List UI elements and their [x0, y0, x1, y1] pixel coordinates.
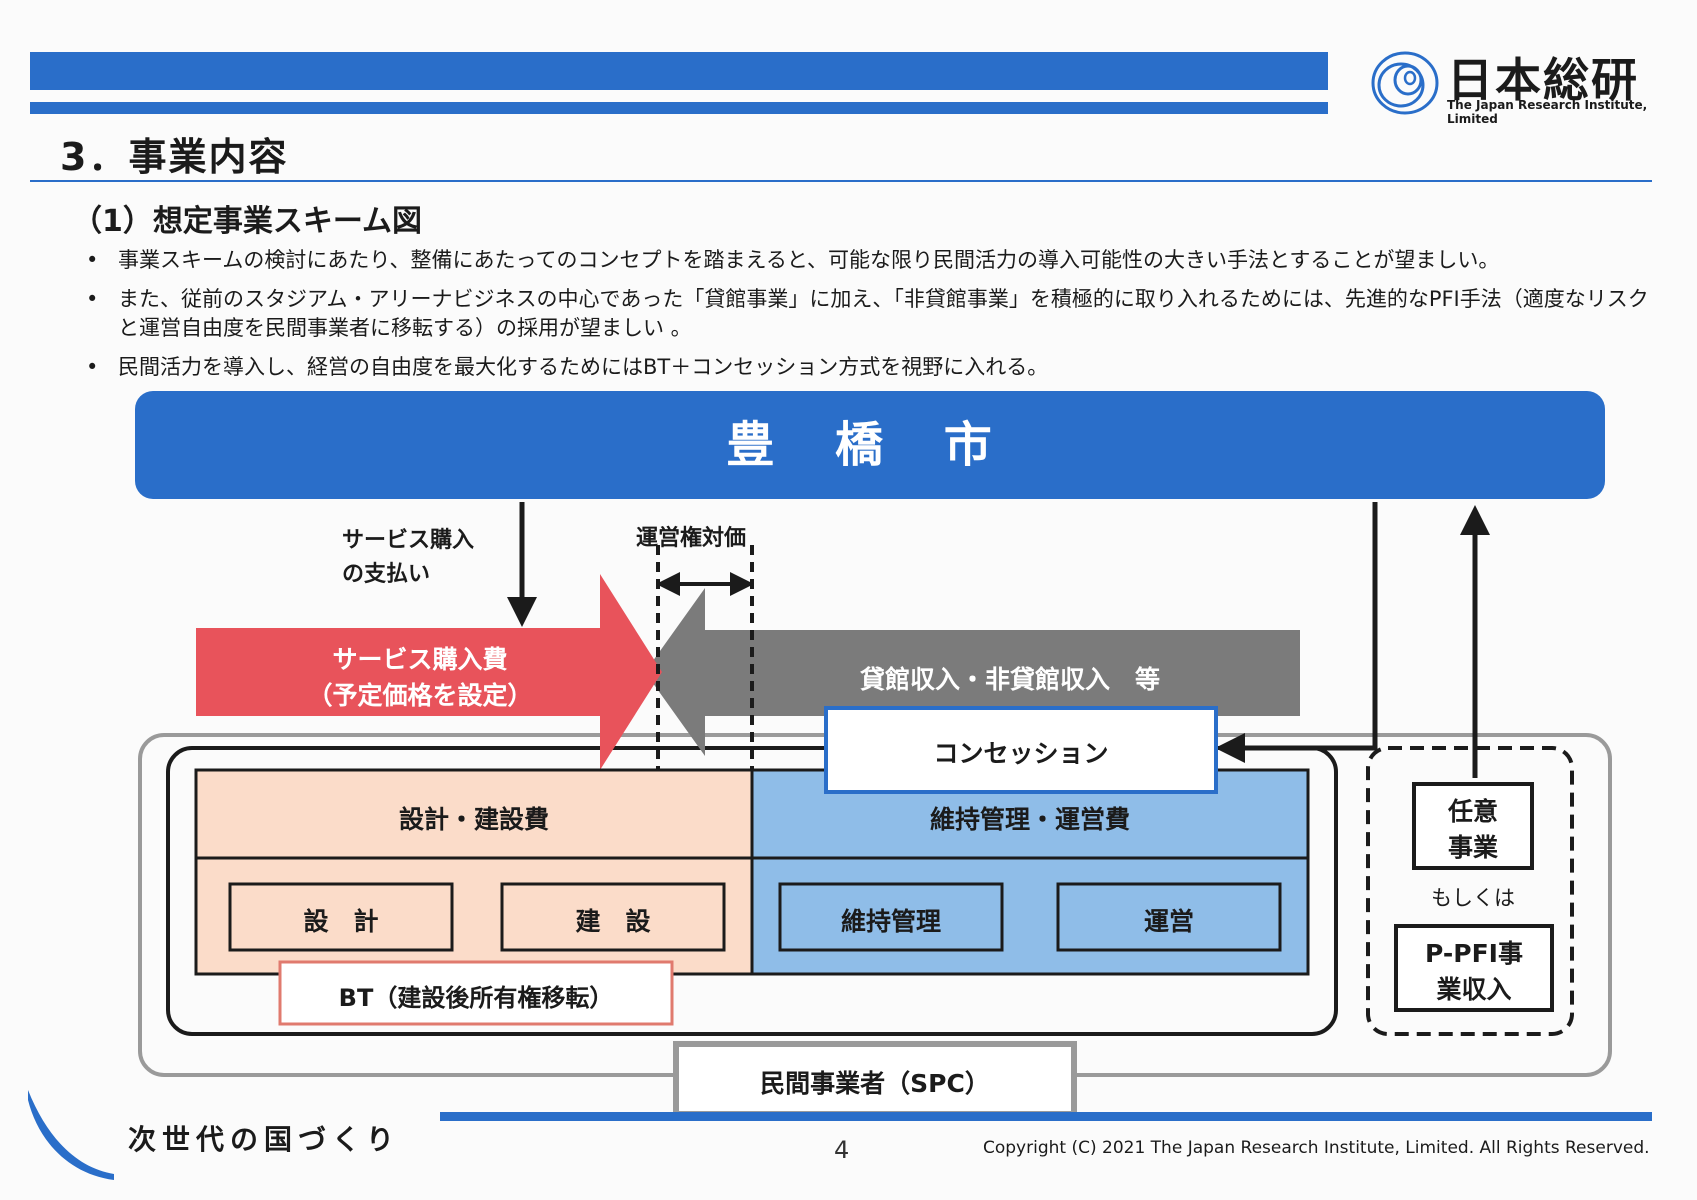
optional-business-box: [1412, 782, 1534, 870]
operation-label: 運営: [1143, 907, 1194, 936]
spc-label: 民間事業者（SPC）: [760, 1069, 990, 1098]
jri-logo-icon: [1371, 51, 1439, 115]
maintenance-box: [778, 882, 1004, 952]
or-label: もしくは: [1431, 886, 1515, 910]
section-divider: [30, 180, 1652, 182]
bullet-dot: •: [86, 248, 99, 272]
service-payment-label-1: サービス購入: [342, 528, 475, 553]
page-number: 4: [834, 1136, 850, 1164]
header-bar-bottom: [30, 102, 1328, 114]
build-box: [500, 882, 726, 952]
design-box: [228, 882, 454, 952]
copyright-text: Copyright (C) 2021 The Japan Research In…: [983, 1138, 1650, 1158]
logo-subtitle: The Japan Research Institute, Limited: [1447, 98, 1648, 126]
footer-accent-icon: [28, 1090, 114, 1180]
optional-label-1: 任意: [1447, 797, 1498, 826]
concession-box: [824, 706, 1218, 794]
optional-label-2: 事業: [1447, 833, 1498, 862]
bt-label: BT（建設後所有権移転）: [338, 984, 614, 1012]
section-title: 3．事業内容: [60, 135, 289, 179]
header-bar-top: [30, 52, 1328, 90]
bullet-text: 民間活力を導入し、経営の自由度を最大化するためにはBT＋コンセッション方式を視野…: [118, 355, 1049, 379]
concession-fee-label: 運営権対価: [636, 526, 747, 551]
bullet-dot: •: [86, 355, 99, 379]
footer-divider: [440, 1112, 1652, 1121]
ppfi-box: [1394, 924, 1554, 1012]
bullet-dot: •: [86, 287, 99, 311]
maintenance-label: 維持管理: [840, 907, 941, 936]
concession-label: コンセッション: [933, 739, 1109, 768]
spc-box: [673, 1041, 1077, 1117]
ppfi-label-1: P-PFI事: [1425, 939, 1523, 968]
service-fee-label-2: （予定価格を設定）: [307, 681, 533, 710]
service-fee-label-1: サービス購入費: [332, 645, 508, 674]
bullet-text: また、従前のスタジアム・アリーナビジネスの中心であった「貸館事業」に加え、「非貸…: [118, 287, 1649, 340]
optional-business-frame: [1366, 746, 1574, 1036]
subsection-title: （1）想定事業スキーム図: [72, 204, 422, 239]
footer-slogan: 次世代の国づくり: [128, 1123, 401, 1156]
maintenance-cost-label: 維持管理・運営費: [929, 805, 1130, 834]
bt-box: [278, 960, 674, 1026]
logo-name: 日本総研: [1447, 53, 1639, 107]
service-fee-arrow: [196, 574, 662, 770]
operation-box: [1056, 882, 1282, 952]
city-box: 豊 橋 市: [135, 391, 1605, 499]
bt-concession-frame: [166, 746, 1338, 1036]
concession-return-arrow: [1215, 502, 1378, 763]
design-label: 設 計: [303, 907, 379, 936]
ppfi-label-2: 業収入: [1436, 975, 1512, 1004]
service-payment-label-2: の支払い: [342, 562, 431, 587]
bullet-text: 事業スキームの検討にあたり、整備にあたってのコンセプトを踏まえると、可能な限り民…: [118, 248, 1500, 272]
design-build-cost-label: 設計・建設費: [398, 805, 549, 834]
build-label: 建 設: [575, 907, 651, 936]
rental-income-label: 貸館収入・非貸館収入 等: [859, 665, 1160, 694]
